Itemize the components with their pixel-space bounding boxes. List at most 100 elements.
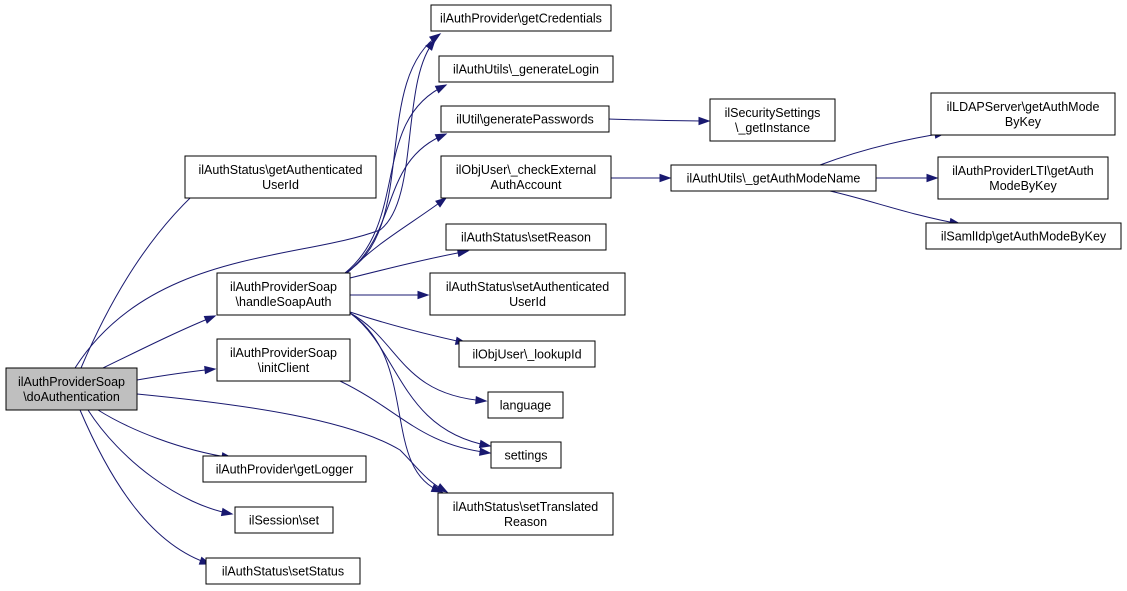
node-box bbox=[438, 55, 614, 83]
edge-line bbox=[74, 39, 436, 369]
edge-line bbox=[829, 190, 961, 225]
edge-generatePasswords-to-securitySettings bbox=[608, 116, 711, 126]
node-label-line: ilAuthProvider\getCredentials bbox=[440, 12, 602, 26]
edge-root-to-getAuthenticatedUserId bbox=[80, 179, 212, 369]
node-lookupId[interactable]: ilObjUser\_lookupId bbox=[458, 340, 596, 368]
node-label-line: ilAuthProviderSoap bbox=[230, 346, 337, 360]
node-box bbox=[234, 506, 334, 534]
node-box bbox=[184, 155, 377, 199]
node-label-line: language bbox=[500, 399, 551, 413]
node-handleSoapAuth[interactable]: ilAuthProviderSoap\handleSoapAuth bbox=[216, 272, 351, 316]
edge-handleSoapAuth-to-generatePasswords bbox=[346, 133, 448, 274]
node-ldapGetAuthMode[interactable]: ilLDAPServer\getAuthModeByKey bbox=[930, 92, 1116, 136]
node-label-line: \_getInstance bbox=[735, 121, 810, 135]
edge-handleSoapAuth-to-language bbox=[349, 312, 488, 405]
node-label-line: ilAuthProviderSoap bbox=[230, 280, 337, 294]
node-label-line: Reason bbox=[504, 515, 547, 529]
node-getLogger[interactable]: ilAuthProvider\getLogger bbox=[202, 455, 367, 483]
edge-getAuthModeName-to-ldapGetAuthMode bbox=[819, 130, 947, 166]
node-setReason[interactable]: ilAuthStatus\setReason bbox=[445, 223, 607, 251]
edge-line bbox=[349, 250, 469, 279]
node-box bbox=[937, 156, 1109, 200]
edge-root-to-handleSoapAuth bbox=[102, 315, 217, 369]
edge-root-to-getCredentials bbox=[74, 38, 436, 369]
edge-line bbox=[349, 312, 487, 402]
edge-line bbox=[344, 84, 447, 274]
node-label-line: \doAuthentication bbox=[23, 390, 120, 404]
node-settings[interactable]: settings bbox=[490, 441, 562, 469]
edge-line bbox=[349, 312, 491, 447]
node-box bbox=[205, 557, 361, 585]
node-root[interactable]: ilAuthProviderSoap\doAuthentication bbox=[5, 367, 138, 411]
node-label-line: ilAuthStatus\setTranslated bbox=[453, 500, 598, 514]
edge-handleSoapAuth-to-setTranslatedReason bbox=[349, 312, 444, 493]
node-box bbox=[429, 272, 626, 316]
node-label-line: ilAuthUtils\_generateLogin bbox=[453, 63, 599, 77]
arrowhead bbox=[434, 84, 448, 94]
arrowhead bbox=[220, 507, 234, 517]
node-box bbox=[709, 98, 836, 142]
edge-line bbox=[344, 33, 441, 274]
edge-line bbox=[136, 368, 216, 381]
edge-line bbox=[97, 409, 233, 459]
node-box bbox=[458, 340, 596, 368]
node-samlGetAuthMode[interactable]: ilSamlIdp\getAuthModeByKey bbox=[925, 222, 1122, 250]
node-label-line: AuthAccount bbox=[491, 178, 562, 192]
node-setStatus[interactable]: ilAuthStatus\setStatus bbox=[205, 557, 361, 585]
arrowhead bbox=[430, 484, 444, 493]
node-initClient[interactable]: ilAuthProviderSoap\initClient bbox=[216, 338, 351, 382]
node-label-line: settings bbox=[504, 449, 547, 463]
node-label-line: ilAuthProviderLTI\getAuth bbox=[952, 164, 1094, 178]
nodes-layer: ilAuthProviderSoap\doAuthenticationilAut… bbox=[5, 4, 1122, 585]
arrowhead bbox=[204, 365, 217, 375]
node-securitySettings[interactable]: ilSecuritySettings\_getInstance bbox=[709, 98, 836, 142]
node-sessionSet[interactable]: ilSession\set bbox=[234, 506, 334, 534]
node-label-line: ilAuthStatus\getAuthenticated bbox=[198, 163, 362, 177]
edge-line bbox=[349, 311, 467, 344]
node-language[interactable]: language bbox=[487, 391, 564, 419]
arrowhead bbox=[475, 395, 488, 405]
node-label-line: ilSession\set bbox=[249, 514, 320, 528]
node-label-line: ilObjUser\_checkExternal bbox=[456, 163, 596, 177]
edge-handleSoapAuth-to-getCredentials bbox=[344, 33, 442, 274]
edge-line bbox=[79, 409, 211, 565]
node-box bbox=[925, 222, 1122, 250]
node-label-line: ilUtil\generatePasswords bbox=[456, 113, 594, 127]
node-label-line: UserId bbox=[262, 178, 299, 192]
node-generateLogin[interactable]: ilAuthUtils\_generateLogin bbox=[438, 55, 614, 83]
edge-line bbox=[608, 118, 710, 122]
node-label-line: ilAuthStatus\setStatus bbox=[222, 565, 344, 579]
edge-handleSoapAuth-to-setAuthenticatedUserId bbox=[350, 290, 430, 300]
node-box bbox=[440, 155, 612, 199]
node-getAuthModeName[interactable]: ilAuthUtils\_getAuthModeName bbox=[670, 164, 877, 192]
node-label-line: ilLDAPServer\getAuthMode bbox=[947, 100, 1100, 114]
arrowhead bbox=[478, 439, 492, 449]
node-label-line: ilAuthProviderSoap bbox=[18, 375, 125, 389]
node-label-line: UserId bbox=[509, 295, 546, 309]
node-getCredentials[interactable]: ilAuthProvider\getCredentials bbox=[430, 4, 612, 32]
node-box bbox=[5, 367, 138, 411]
arrowhead bbox=[659, 173, 672, 183]
edge-line bbox=[87, 409, 233, 515]
node-label-line: ilSamlIdp\getAuthModeByKey bbox=[941, 230, 1107, 244]
node-box bbox=[440, 105, 610, 133]
node-label-line: ModeByKey bbox=[989, 179, 1057, 193]
node-box bbox=[670, 164, 877, 192]
node-box bbox=[445, 223, 607, 251]
arrowhead bbox=[203, 315, 217, 324]
edge-root-to-getLogger bbox=[97, 409, 234, 461]
node-label-line: ByKey bbox=[1005, 115, 1042, 129]
node-ltiGetAuthMode[interactable]: ilAuthProviderLTI\getAuthModeByKey bbox=[937, 156, 1109, 200]
edge-initClient-to-settings bbox=[339, 380, 492, 456]
node-generatePasswords[interactable]: ilUtil\generatePasswords bbox=[440, 105, 610, 133]
node-label-line: ilAuthStatus\setReason bbox=[461, 231, 591, 245]
edge-line bbox=[346, 197, 447, 274]
node-box bbox=[490, 441, 562, 469]
arrowhead bbox=[698, 116, 711, 126]
node-box bbox=[487, 391, 564, 419]
